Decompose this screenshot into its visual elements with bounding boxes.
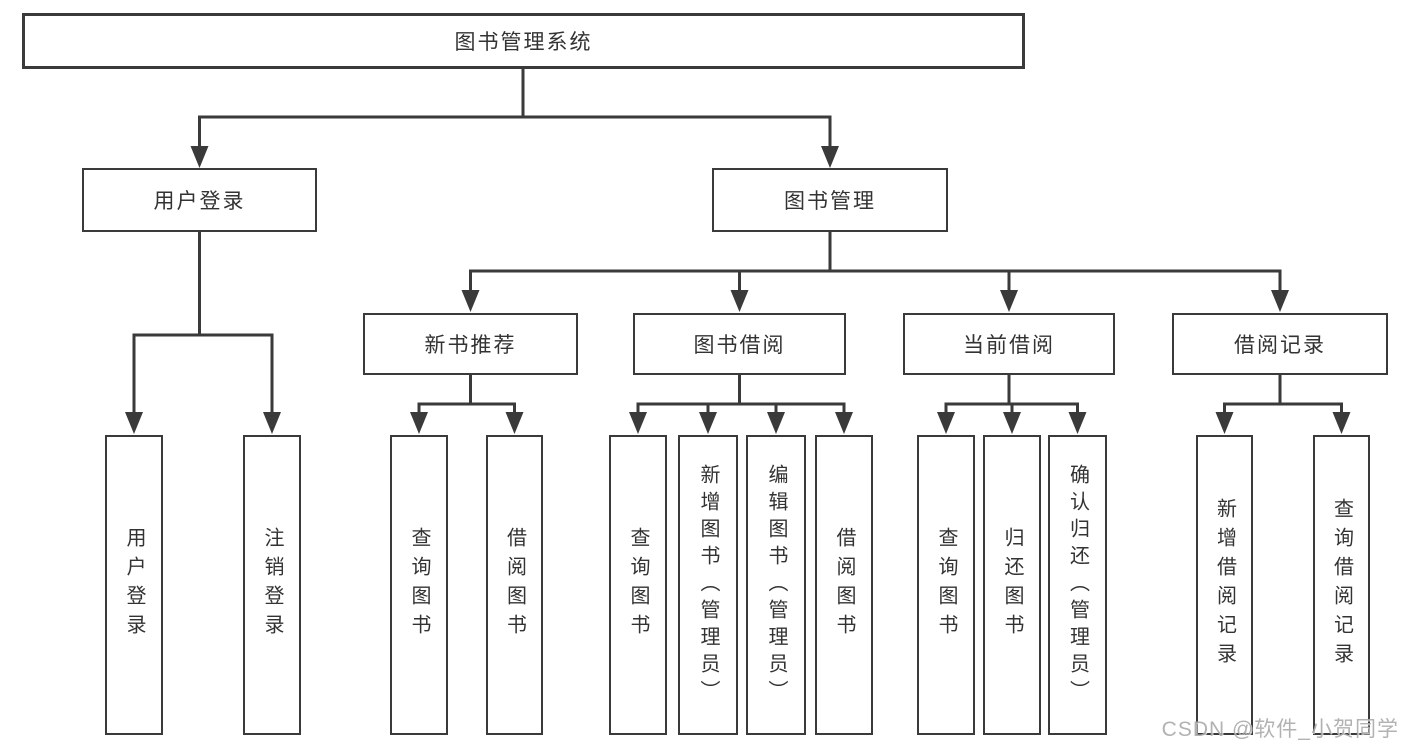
leaf-edit-book-admin-label: 编辑图书（管理员） [765, 463, 787, 707]
leaf-add-borrow-record-label: 新增借阅记录 [1213, 498, 1236, 672]
leaf-query-book-3-label: 查询图书 [935, 527, 957, 643]
leaf-borrow-book-2: 借阅图书 [815, 435, 873, 735]
leaf-borrow-book-1: 借阅图书 [486, 435, 543, 735]
leaf-add-book-admin-label: 新增图书（管理员） [697, 463, 719, 707]
leaf-borrow-book-1-label: 借阅图书 [503, 527, 526, 643]
leaf-query-book-1-label: 查询图书 [408, 527, 430, 643]
leaf-query-borrow-record-label: 查询借阅记录 [1330, 498, 1353, 672]
node-current-borrow: 当前借阅 [903, 313, 1115, 375]
node-root: 图书管理系统 [22, 13, 1025, 69]
leaf-query-book-1: 查询图书 [390, 435, 448, 735]
leaf-edit-book-admin: 编辑图书（管理员） [746, 435, 806, 735]
leaf-confirm-return-admin-label: 确认归还（管理员） [1066, 463, 1089, 707]
node-new-book-recommend: 新书推荐 [363, 313, 578, 375]
node-book-management: 图书管理 [712, 168, 948, 232]
leaf-add-borrow-record: 新增借阅记录 [1196, 435, 1253, 735]
leaf-user-login-label: 用户登录 [123, 527, 145, 643]
leaf-logout: 注销登录 [243, 435, 301, 735]
leaf-return-book: 归还图书 [983, 435, 1041, 735]
node-book-borrow: 图书借阅 [633, 313, 846, 375]
leaf-borrow-book-2-label: 借阅图书 [833, 527, 855, 643]
csdn-watermark: CSDN @软件_小贺同学 [1161, 718, 1399, 741]
leaf-user-login: 用户登录 [105, 435, 163, 735]
leaf-logout-label: 注销登录 [261, 527, 283, 643]
leaf-query-borrow-record: 查询借阅记录 [1313, 435, 1370, 735]
leaf-confirm-return-admin: 确认归还（管理员） [1048, 435, 1107, 735]
leaf-add-book-admin: 新增图书（管理员） [678, 435, 738, 735]
leaf-return-book-label: 归还图书 [1001, 527, 1023, 643]
leaf-query-book-2: 查询图书 [609, 435, 667, 735]
leaf-query-book-3: 查询图书 [917, 435, 975, 735]
leaf-query-book-2-label: 查询图书 [627, 527, 649, 643]
node-borrow-records: 借阅记录 [1172, 313, 1388, 375]
node-user-login: 用户登录 [82, 168, 317, 232]
